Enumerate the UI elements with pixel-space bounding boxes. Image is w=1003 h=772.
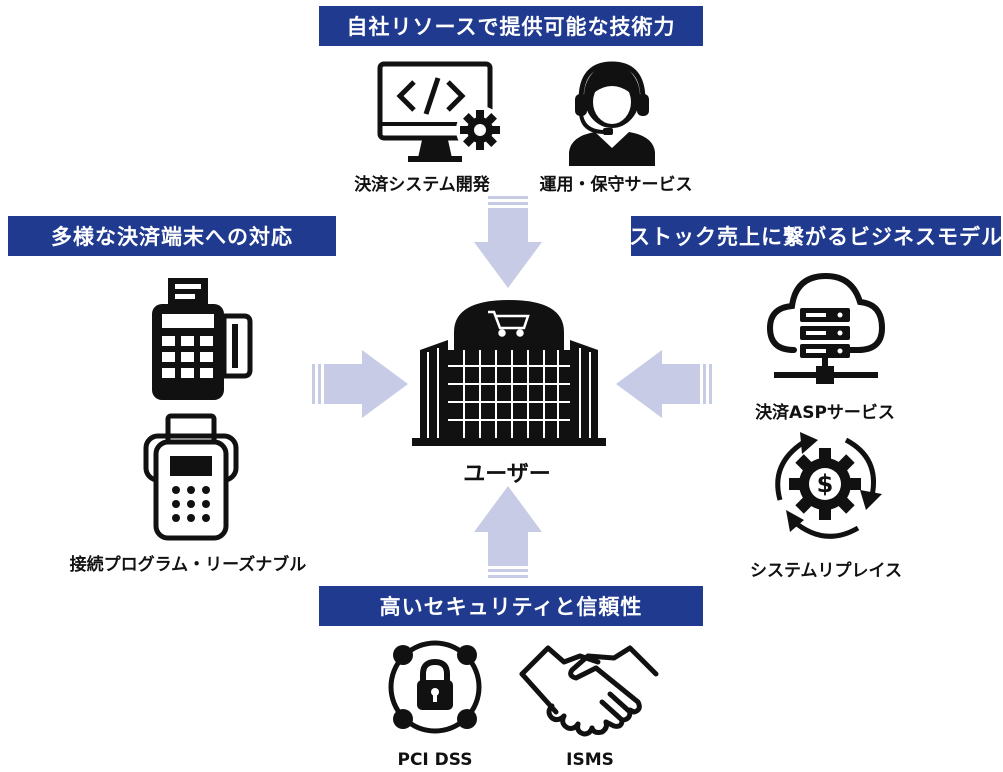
headset-operator-icon	[569, 61, 655, 166]
label-connection-program: 接続プログラム・リーズナブル	[69, 555, 307, 575]
cloud-server-icon	[766, 272, 886, 384]
dollar-gear-cycle-icon: $	[775, 432, 882, 539]
arrow-from-right	[616, 350, 712, 418]
handshake-icon	[519, 645, 659, 737]
label-payment-system-dev: 決済システム開発	[354, 175, 490, 195]
label-isms: ISMS	[566, 750, 614, 770]
label-payment-asp-service: 決済ASPサービス	[755, 403, 895, 423]
svg-text:$: $	[817, 470, 834, 498]
banner-bottom: 高いセキュリティと信頼性	[319, 586, 703, 626]
handheld-terminal-icon	[143, 413, 239, 541]
label-system-replace: システムリプレイス	[750, 561, 902, 581]
arrow-from-left	[312, 350, 408, 418]
banner-top: 自社リソースで提供可能な技術力	[319, 6, 703, 46]
arrow-from-bottom	[474, 486, 542, 578]
banner-right: ストック売上に繋がるビジネスモデル	[629, 216, 1002, 256]
monitor-code-gear-icon	[377, 61, 504, 162]
lock-ring-icon	[388, 640, 482, 734]
arrow-from-top	[474, 196, 542, 288]
label-user: ユーザー	[463, 462, 551, 487]
shopping-mall-icon	[412, 300, 606, 446]
banner-left: 多様な決済端末への対応	[8, 216, 336, 256]
label-operations-maintenance: 運用・保守サービス	[539, 175, 693, 195]
payment-terminal-icon	[152, 278, 253, 400]
label-pci-dss: PCI DSS	[397, 750, 473, 770]
